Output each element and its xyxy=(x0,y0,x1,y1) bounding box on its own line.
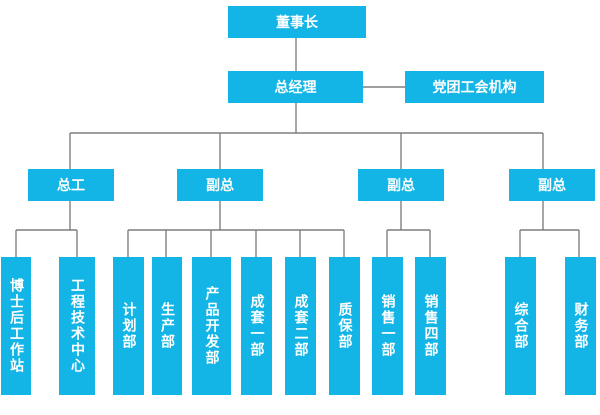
dept-production: 生产部 xyxy=(152,257,182,395)
dept-label: 工程技术中心 xyxy=(69,278,85,374)
dept-sales-4: 销售四部 xyxy=(415,257,446,395)
dept-engineering-center: 工程技术中心 xyxy=(59,257,95,395)
dept-sales-1: 销售一部 xyxy=(372,257,403,395)
dept-planning: 计划部 xyxy=(113,257,144,395)
chairman-box: 董事长 xyxy=(228,6,366,38)
dept-label: 财务部 xyxy=(572,302,589,350)
general-manager-box: 总经理 xyxy=(228,71,363,103)
vice-president-box: 副总 xyxy=(358,169,444,201)
dept-label: 博士后工作站 xyxy=(8,278,24,374)
chief-engineer-box: 总工 xyxy=(28,169,114,201)
dept-label: 销售四部 xyxy=(422,294,439,358)
dept-product-development: 产品开发部 xyxy=(192,257,231,395)
party-org-box: 党团工会机构 xyxy=(405,71,544,103)
dept-label: 成套二部 xyxy=(292,294,309,358)
dept-assembly-2: 成套二部 xyxy=(285,257,316,395)
vice-president-box: 副总 xyxy=(177,169,263,201)
dept-label: 产品开发部 xyxy=(203,286,220,366)
dept-label: 计划部 xyxy=(120,302,137,350)
dept-label: 质保部 xyxy=(336,302,353,350)
dept-label: 成套一部 xyxy=(248,294,265,358)
vice-president-box: 副总 xyxy=(509,169,595,201)
dept-quality: 质保部 xyxy=(329,257,360,395)
dept-label: 销售一部 xyxy=(379,294,396,358)
dept-finance: 财务部 xyxy=(565,257,596,395)
dept-assembly-1: 成套一部 xyxy=(241,257,272,395)
dept-label: 综合部 xyxy=(512,302,529,350)
dept-postdoc-station: 博士后工作站 xyxy=(1,257,31,395)
dept-general: 综合部 xyxy=(505,257,536,395)
dept-label: 生产部 xyxy=(159,302,175,350)
